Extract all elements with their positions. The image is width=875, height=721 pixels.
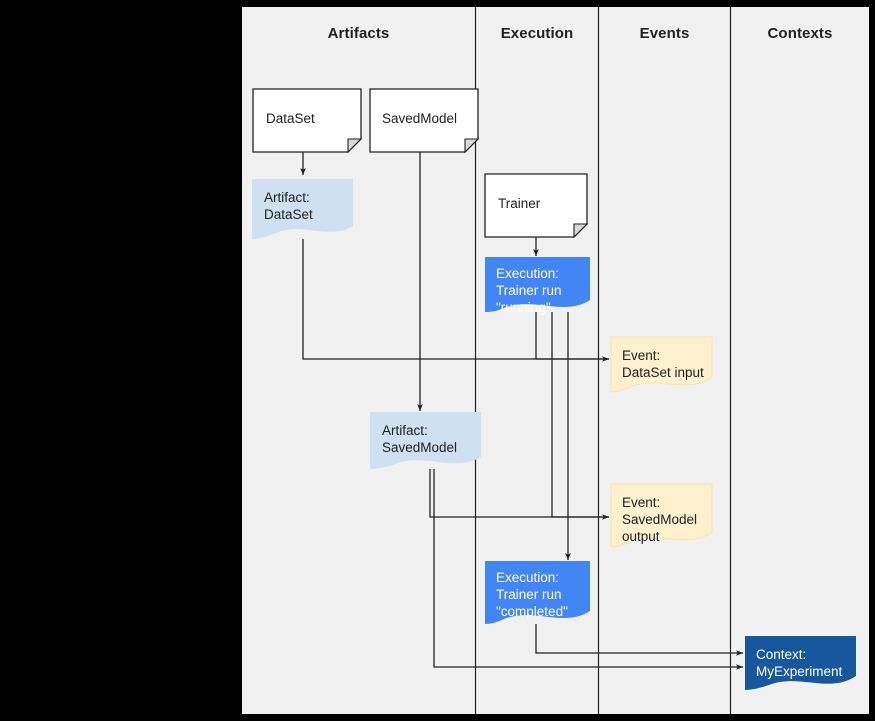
column-header-artifacts: Artifacts	[327, 25, 390, 42]
node-artifact-dataset[interactable]	[252, 179, 353, 239]
column-header-contexts: Contexts	[767, 25, 833, 42]
column-header-events: Events	[639, 25, 690, 42]
connectors	[300, 152, 744, 670]
node-context-myexperiment[interactable]	[745, 636, 856, 690]
diagram-canvas: Artifacts Execution Events Contexts Data…	[242, 7, 869, 714]
edge-artifact-savedmodel-to-context-myexperiment	[433, 469, 744, 670]
edge-artifact-dataset-to-event-dataset-input	[302, 239, 610, 362]
node-event-savedmodel-output[interactable]	[610, 483, 713, 548]
node-type-savedmodel[interactable]	[369, 88, 480, 154]
node-artifact-savedmodel[interactable]	[370, 412, 481, 469]
edge-execution-running-to-event-dataset-input	[535, 312, 609, 360]
column-header-execution: Execution	[500, 25, 574, 42]
node-execution-running[interactable]	[485, 257, 590, 312]
node-type-trainer[interactable]	[484, 173, 589, 239]
node-execution-completed[interactable]	[485, 561, 590, 624]
edge-execution-running-to-event-savedmodel-output	[551, 312, 609, 518]
edge-artifact-savedmodel-to-event-savedmodel-output	[429, 469, 610, 520]
node-type-dataset[interactable]	[252, 88, 363, 154]
node-event-dataset-input[interactable]	[610, 336, 713, 393]
diagram-graphics	[252, 7, 856, 714]
edge-execution-completed-to-context-myexperiment	[535, 624, 744, 656]
